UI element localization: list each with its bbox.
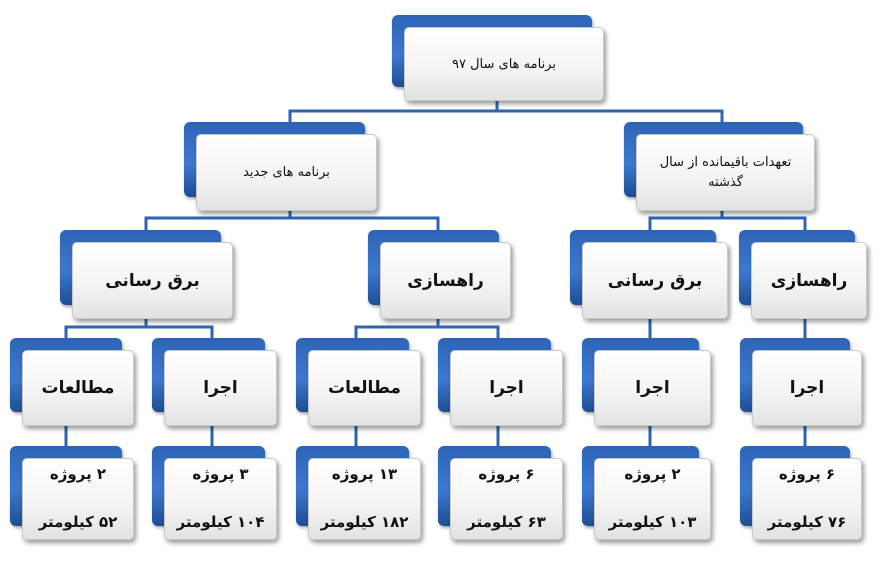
node-new-electrification-studies: مطالعات (10, 338, 134, 426)
node-new-electrification: برق رسانی (60, 230, 233, 319)
leaf-projects: ۱۳ پروژه (331, 465, 398, 483)
new-road-label: راهسازی (407, 270, 484, 291)
node-remaining-road-construction: راهسازی (739, 230, 867, 319)
leaf-remaining-electrification-execution: ۲ پروژه ۱۰۳ کیلومتر (582, 446, 711, 540)
node-branch-remaining-commitments: تعهدات باقیمانده از سال گذشته (624, 122, 815, 211)
leaf-projects: ۳ پروژه (192, 465, 249, 483)
node-new-road-execution: اجرا (438, 338, 563, 426)
remaining-electrification-execution-label: اجرا (635, 378, 670, 398)
node-root: برنامه های سال ۹۷ (392, 15, 604, 101)
leaf-projects: ۲ پروژه (624, 465, 681, 483)
node-new-electrification-execution: اجرا (152, 338, 277, 426)
node-remaining-road-execution: اجرا (740, 338, 862, 426)
leaf-length: ۱۰۴ کیلومتر (176, 513, 265, 531)
remaining-road-execution-label: اجرا (789, 378, 825, 398)
leaf-projects: ۶ پروژه (778, 465, 836, 483)
node-branch-new-programs: برنامه های جدید (184, 122, 377, 211)
root-label: برنامه های سال ۹۷ (452, 56, 556, 72)
remaining-road-label: راهسازی (770, 270, 848, 291)
new-electrification-label: برق رسانی (105, 270, 200, 291)
new-road-studies-label: مطالعات (328, 378, 401, 398)
leaf-length: ۱۰۳ کیلومتر (608, 513, 697, 531)
branch-new-programs-label: برنامه های جدید (243, 164, 330, 180)
new-road-execution-label: اجرا (489, 378, 524, 398)
node-remaining-electrification: برق رسانی (570, 230, 728, 319)
node-remaining-electrification-execution: اجرا (582, 338, 711, 426)
leaf-length: ۶۳ کیلومتر (467, 513, 546, 531)
leaf-new-electrification-studies: ۲ پروژه ۵۲ کیلومتر (10, 446, 134, 540)
leaf-new-road-studies: ۱۳ پروژه ۱۸۲ کیلومتر (296, 446, 421, 540)
leaf-length: ۵۲ کیلومتر (38, 513, 118, 531)
leaf-remaining-road-execution: ۶ پروژه ۷۶ کیلومتر (740, 446, 862, 540)
new-electrification-studies-label: مطالعات (41, 378, 115, 398)
leaf-new-electrification-execution: ۳ پروژه ۱۰۴ کیلومتر (152, 446, 277, 540)
new-electrification-execution-label: اجرا (203, 378, 238, 398)
branch-remaining-label: تعهدات باقیمانده از سال گذشته (659, 155, 792, 190)
leaf-projects: ۲ پروژه (49, 465, 107, 483)
leaf-length: ۷۶ کیلومتر (767, 513, 847, 531)
leaf-new-road-execution: ۶ پروژه ۶۳ کیلومتر (438, 446, 563, 540)
leaf-length: ۱۸۲ کیلومتر (320, 513, 409, 531)
remaining-electrification-label: برق رسانی (607, 270, 703, 291)
node-new-road-construction: راهسازی (368, 230, 511, 319)
node-new-road-studies: مطالعات (296, 338, 421, 426)
leaf-projects: ۶ پروژه (478, 465, 535, 483)
